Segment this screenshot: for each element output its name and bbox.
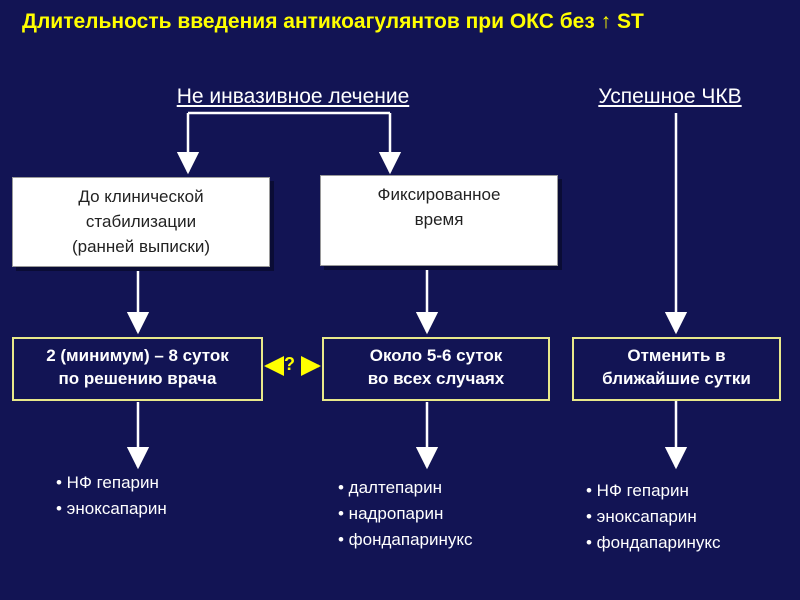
duration-line: Отменить в: [627, 346, 726, 365]
drug-list-middle: • далтепарин • надропарин • фондапаринук…: [338, 475, 473, 553]
list-item: • эноксапарин: [56, 499, 167, 518]
duration-left-box: 2 (минимум) – 8 суток по решению врача: [12, 337, 263, 401]
box-line: До клинической: [78, 187, 204, 206]
list-item: • НФ гепарин: [56, 473, 159, 492]
box-until-stabilization: До клинической стабилизации (ранней выпи…: [12, 177, 270, 267]
duration-line: по решению врача: [58, 369, 217, 388]
duration-line: ближайшие сутки: [602, 369, 751, 388]
drug-list-right: • НФ гепарин • эноксапарин • фондапарину…: [586, 478, 721, 556]
box-line: стабилизации: [85, 212, 197, 231]
box-fixed-time: Фиксированное время: [320, 175, 558, 266]
list-item: • фондапаринукс: [338, 530, 473, 549]
box-line: Фиксированное: [377, 185, 501, 204]
box-line: время: [414, 210, 464, 229]
page-title: Длительность введения антикоагулянтов пр…: [22, 10, 644, 33]
list-item: • надропарин: [338, 504, 444, 523]
list-item: • НФ гепарин: [586, 481, 689, 500]
drug-list-left: • НФ гепарин • эноксапарин: [56, 470, 167, 522]
box-line: (ранней выписки): [71, 237, 211, 256]
list-item: • эноксапарин: [586, 507, 697, 526]
list-item: • далтепарин: [338, 478, 443, 497]
question-mark-label: ?: [284, 354, 295, 374]
duration-line: Около 5-6 суток: [369, 346, 503, 365]
branch-non-invasive: Не инвазивное лечение: [176, 85, 410, 108]
duration-line: во всех случаях: [367, 369, 505, 388]
branch-pci: Успешное ЧКВ: [598, 85, 742, 108]
list-item: • фондапаринукс: [586, 533, 721, 552]
duration-middle-box: Около 5-6 суток во всех случаях: [322, 337, 550, 401]
duration-right-box: Отменить в ближайшие сутки: [572, 337, 781, 401]
duration-line: 2 (минимум) – 8 суток: [46, 346, 229, 365]
